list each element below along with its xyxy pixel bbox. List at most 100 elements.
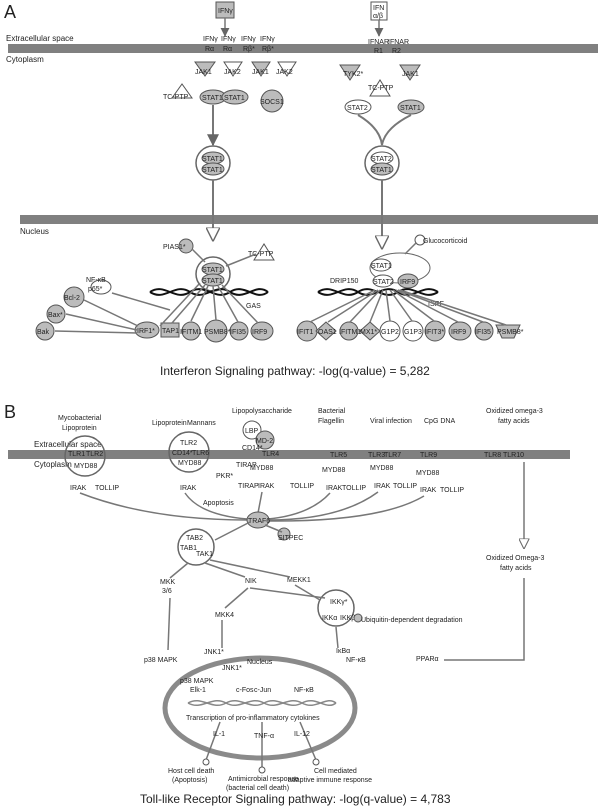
myd88e: MYD88 xyxy=(370,465,393,472)
tyk2-node xyxy=(339,64,361,81)
bax: Bax* xyxy=(48,312,63,319)
anti-2: (bacterial cell death) xyxy=(226,785,289,792)
ifitm1: IFITM1 xyxy=(180,329,202,336)
cd14b: CD14* xyxy=(172,450,193,457)
nucleus-b xyxy=(162,655,358,761)
socs1: SOCS1 xyxy=(260,99,284,106)
ikka: IKKα xyxy=(322,615,337,622)
tcptp-right-node xyxy=(369,79,391,97)
myd88d: MYD88 xyxy=(322,467,345,474)
tcptp-left-node xyxy=(171,83,193,99)
tlr7: TLR7 xyxy=(384,452,401,459)
jak1-right-node xyxy=(399,64,421,81)
myd88f: MYD88 xyxy=(416,470,439,477)
ikkb: IKKβ xyxy=(340,615,355,622)
nuc-stat1-r: STAT1 xyxy=(371,263,392,270)
mekk1: MEKK1 xyxy=(287,577,311,584)
tlr9: TLR9 xyxy=(420,452,437,459)
mycobacterial: Mycobacterial xyxy=(58,415,102,422)
drip150: DRIP150 xyxy=(330,278,359,285)
nuc-stat2-r: STAT2 xyxy=(373,279,394,286)
lps: Lipopolysaccharide xyxy=(232,408,292,415)
md2: MD-2 xyxy=(256,438,273,445)
stat2-right-node xyxy=(344,99,372,115)
il1: IL-1 xyxy=(213,731,225,738)
ifngr-4b: Rβ* xyxy=(262,46,274,53)
bacterial: Bacterial xyxy=(318,408,346,415)
panel-b-caption: Toll-like Receptor Signaling pathway: -l… xyxy=(140,792,451,806)
panel-b: B Extracellular space Cytoplasm Mycobact… xyxy=(4,402,570,806)
cell-1: Cell mediated xyxy=(314,768,357,775)
mkk36-2: 3/6 xyxy=(162,588,172,595)
tlr5: TLR5 xyxy=(330,452,347,459)
plasma-membrane xyxy=(8,44,598,53)
panel-a-caption: Interferon Signaling pathway: -log(q-val… xyxy=(160,364,430,378)
irak-e: IRAK xyxy=(374,483,391,490)
cytoplasm-label-b: Cytoplasm xyxy=(34,460,72,469)
ifnab-label-1: IFN xyxy=(373,5,384,12)
irak-d: IRAK xyxy=(326,485,343,492)
elk1: Elk-1 xyxy=(190,687,206,694)
socs1-node xyxy=(260,89,284,113)
myd88a: MYD88 xyxy=(74,463,97,470)
nik: NIK xyxy=(245,578,257,585)
jnk1: JNK1* xyxy=(204,649,224,656)
sitpec: SITPEC xyxy=(278,535,303,542)
ifngr-2b: Rα xyxy=(223,46,232,53)
tlr2b: TLR2 xyxy=(180,440,197,447)
nuc-nfkb: NF-κB xyxy=(294,687,314,694)
tab1: TAB1 xyxy=(180,545,197,552)
ifitm1-r: IFITM1 xyxy=(339,329,361,336)
transcription: Transcription of pro-inflammatory cytoki… xyxy=(186,715,320,722)
nucleus-label-b: Nucleus xyxy=(247,659,273,666)
dimer-right-bottom: STAT1 xyxy=(371,167,392,174)
tlr8: TLR8 xyxy=(484,452,501,459)
cfos: c-Fos xyxy=(236,687,254,694)
jak2-mid-node xyxy=(277,61,297,77)
p38: p38 MAPK xyxy=(144,657,178,664)
ifi35: IFI35 xyxy=(230,329,246,336)
stat1-mid-node xyxy=(221,89,249,105)
mx1: MX1* xyxy=(360,329,377,336)
ifnar-1b: R1 xyxy=(374,48,383,55)
psmb8-b: PSMB8* xyxy=(497,329,524,336)
nuc-jnk1: JNK1* xyxy=(222,665,242,672)
tlr10: TLR10 xyxy=(503,452,524,459)
omega-2: fatty acids xyxy=(498,418,530,425)
g1p2: G1P2 xyxy=(381,329,399,336)
tollip-e: TOLLIP xyxy=(393,483,417,490)
tollip-c: TOLLIP xyxy=(290,483,314,490)
psmb8: PSMB8* xyxy=(204,329,231,336)
bak: Bak xyxy=(37,329,50,336)
omega-ox-1: Oxidized Omega-3 xyxy=(486,555,544,562)
irf9-b: IRF9 xyxy=(451,329,466,336)
ifngr-2: IFNγ xyxy=(221,36,236,43)
mkk36-1: MKK xyxy=(160,579,176,586)
ifng-label: IFNγ xyxy=(218,8,233,15)
cjun: c-Jun xyxy=(254,687,271,694)
lipoprotein: Lipoprotein xyxy=(62,425,97,432)
tlr4: TLR4 xyxy=(262,451,279,458)
omega-ox-2: fatty acids xyxy=(500,565,532,572)
traf6: TRAF6 xyxy=(248,518,270,525)
host-2: (Apoptosis) xyxy=(172,777,207,784)
irf9: IRF9 xyxy=(252,329,267,336)
host-1: Host cell death xyxy=(168,768,214,775)
myd88b: MYD88 xyxy=(178,460,201,467)
jak2-left: JAK2 xyxy=(224,69,241,76)
stat1-right: STAT1 xyxy=(400,105,421,112)
nuc-p38: p38 MAPK xyxy=(180,678,214,685)
lipoprotein2: Lipoprotein xyxy=(152,420,187,427)
tnfa: TNF-α xyxy=(254,733,274,740)
pias1: PIAS1* xyxy=(163,244,186,251)
oas1: OAS1 xyxy=(318,329,337,336)
ifngr-4: IFNγ xyxy=(260,36,275,43)
tyk2: TYK2* xyxy=(343,71,364,78)
stat2-right: STAT2 xyxy=(347,105,368,112)
cell-2: adaptive immune response xyxy=(288,777,372,784)
tcptp-left: TC-PTP xyxy=(163,94,189,101)
tak1: TAK1 xyxy=(196,551,213,558)
pkr: PKR* xyxy=(216,473,233,480)
nuc-irf9-r: IRF9 xyxy=(400,279,415,286)
cpg: CpG DNA xyxy=(424,418,455,425)
